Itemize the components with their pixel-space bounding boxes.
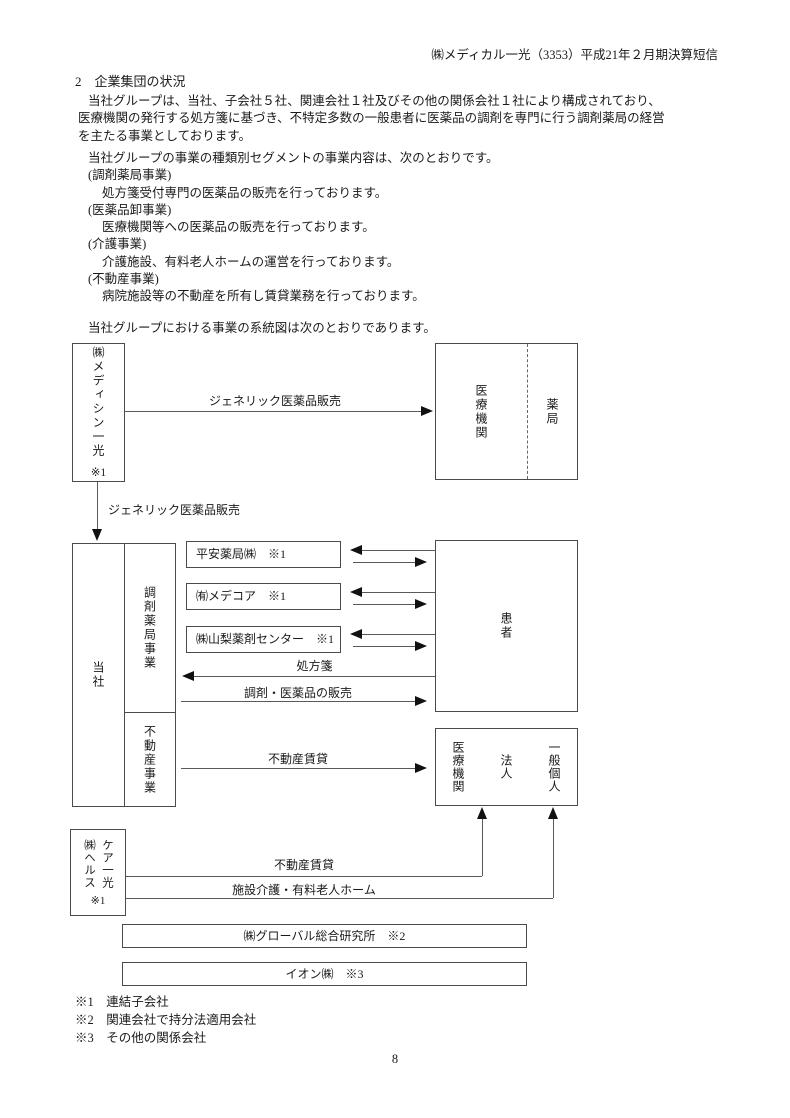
segments-block: 当社グループの事業の種類別セグメントの事業内容は、次のとおりです。 (調剤薬局事… <box>78 150 738 306</box>
arrow-care-facility-vline <box>553 819 554 898</box>
arrow-prescription-head <box>182 671 194 681</box>
arrow-patient-to-medecor-head <box>350 587 362 597</box>
arrow-heian-to-patient-head <box>415 557 427 567</box>
arrow-dispensing-sales-line <box>181 701 415 702</box>
company-name-cell: 当社 <box>73 544 125 806</box>
company-segments: 調剤薬局事業 不動産事業 <box>125 544 175 806</box>
arrow-patient-to-heian-line <box>362 550 435 551</box>
box-global-research: ㈱グローバル総合研究所 ※2 <box>122 924 527 948</box>
arrow-generic-sales-down-head <box>92 529 102 541</box>
footnote-3: ※3 その他の関係会社 <box>75 1031 207 1045</box>
medical-institution-cell: 医療機関 <box>436 344 528 479</box>
arrow-generic-sales-top-line <box>124 411 421 412</box>
arrow-realestate-lease-head <box>415 763 427 773</box>
segment-name: (介護事業) <box>88 237 147 252</box>
pharmacy-cell: 薬局 <box>545 397 559 426</box>
arrow-care-lease-vline <box>482 819 483 876</box>
box-yamanashi-center: ㈱山梨薬剤センター ※1 <box>186 626 341 653</box>
arrow-medecor-to-patient-line <box>353 604 415 605</box>
box-company: 当社 調剤薬局事業 不動産事業 <box>72 543 176 807</box>
section-heading: 2 企業集団の状況 <box>75 74 186 89</box>
label-dispensing-sales: 調剤・医薬品の販売 <box>243 686 352 700</box>
arrow-yamanashi-to-patient-head <box>415 641 427 651</box>
arrow-prescription-line <box>194 676 435 677</box>
box-heian-pharmacy: 平安薬局㈱ ※1 <box>186 541 341 568</box>
tenant-individual: 一般個人 <box>547 741 561 793</box>
tenant-medical-institution: 医療機関 <box>451 741 465 793</box>
box-medecor: ㈲メデコア ※1 <box>186 583 341 610</box>
label-realestate-lease-company: 不動産賃貸 <box>267 752 328 766</box>
arrow-care-facility-head <box>548 807 558 819</box>
arrow-realestate-lease-line <box>181 768 415 769</box>
footnote-2: ※2 関連会社で持分法適用会社 <box>75 1013 257 1027</box>
segment-desc: 病院施設等の不動産を所有し賃貸業務を行っております。 <box>102 289 425 304</box>
intro-line: 医療機関の発行する処方箋に基づき、不特定多数の一般患者に医薬品の調剤を専門に行う… <box>78 111 665 126</box>
arrow-generic-sales-down-line <box>97 482 98 529</box>
healthcare-ikko-note: ※1 <box>90 894 106 907</box>
box-aeon: イオン㈱ ※3 <box>122 962 527 986</box>
segment-desc: 介護施設、有料老人ホームの運営を行っております。 <box>102 254 400 269</box>
box-tenants: 医療機関 法人 一般個人 <box>435 728 578 806</box>
arrow-patient-to-yamanashi-line <box>362 634 435 635</box>
arrow-patient-to-medecor-line <box>362 592 435 593</box>
label-realestate-lease-care: 不動産賃貸 <box>273 858 334 872</box>
box-patient: 患者 <box>435 540 578 712</box>
intro-line: 当社グループは、当社、子会社５社、関連会社１社及びその他の関係会社１社により構成… <box>88 94 661 108</box>
arrow-care-lease-head <box>477 807 487 819</box>
label-generic-sales-down: ジェネリック医薬品販売 <box>108 503 241 517</box>
arrow-heian-to-patient-line <box>353 562 415 563</box>
segment-name: (不動産事業) <box>88 272 159 287</box>
label-care-facility: 施設介護・有料老人ホーム <box>232 883 376 897</box>
page-number: 8 <box>391 1052 399 1066</box>
segment-desc: 医療機関等への医薬品の販売を行っております。 <box>102 220 375 235</box>
arrow-medecor-to-patient-head <box>415 599 427 609</box>
diagram-intro: 当社グループにおける事業の系統図は次のとおりであります。 <box>88 321 436 335</box>
document-title: ㈱メディカル一光（3353）平成21年２月期決算短信 <box>431 48 718 62</box>
arrow-care-facility-hline <box>126 898 553 899</box>
intro-line: を主たる事業としております。 <box>78 128 252 143</box>
arrow-patient-to-heian-head <box>350 545 362 555</box>
footnote-1: ※1 連結子会社 <box>75 995 169 1009</box>
tenant-corporation: 法人 <box>499 754 513 780</box>
segment-name: (調剤薬局事業) <box>88 168 172 183</box>
arrow-yamanashi-to-patient-line <box>353 646 415 647</box>
segment-name: (医薬品卸事業) <box>88 202 172 217</box>
segment-pharmacy-cell: 調剤薬局事業 <box>125 544 175 713</box>
medicine-ikko-note: ※1 <box>90 467 107 479</box>
arrow-patient-to-yamanashi-head <box>350 629 362 639</box>
intro-paragraph: 当社グループは、当社、子会社５社、関連会社１社及びその他の関係会社１社により構成… <box>78 93 738 145</box>
medicine-ikko-name: ㈱メディシン一光 <box>91 346 105 458</box>
box-healthcare-ikko: ㈱ヘルス ケア一光 ※1 <box>70 829 126 916</box>
segments-intro: 当社グループの事業の種類別セグメントの事業内容は、次のとおりです。 <box>88 151 499 165</box>
segment-realestate-cell: 不動産事業 <box>142 724 157 795</box>
segment-desc: 処方箋受付専門の医薬品の販売を行っております。 <box>102 185 388 200</box>
arrow-care-lease-hline <box>126 876 482 877</box>
box-medical-institution-pharmacy: 医療機関 薬局 <box>435 343 578 480</box>
label-prescription: 処方箋 <box>296 659 333 673</box>
arrow-generic-sales-top-head <box>421 406 433 416</box>
arrow-dispensing-sales-head <box>415 696 427 706</box>
box-medicine-ikko: ㈱メディシン一光 ※1 <box>72 343 125 482</box>
label-generic-sales-top: ジェネリック医薬品販売 <box>208 394 341 408</box>
healthcare-ikko-name: ㈱ヘルス ケア一光 <box>83 838 113 889</box>
